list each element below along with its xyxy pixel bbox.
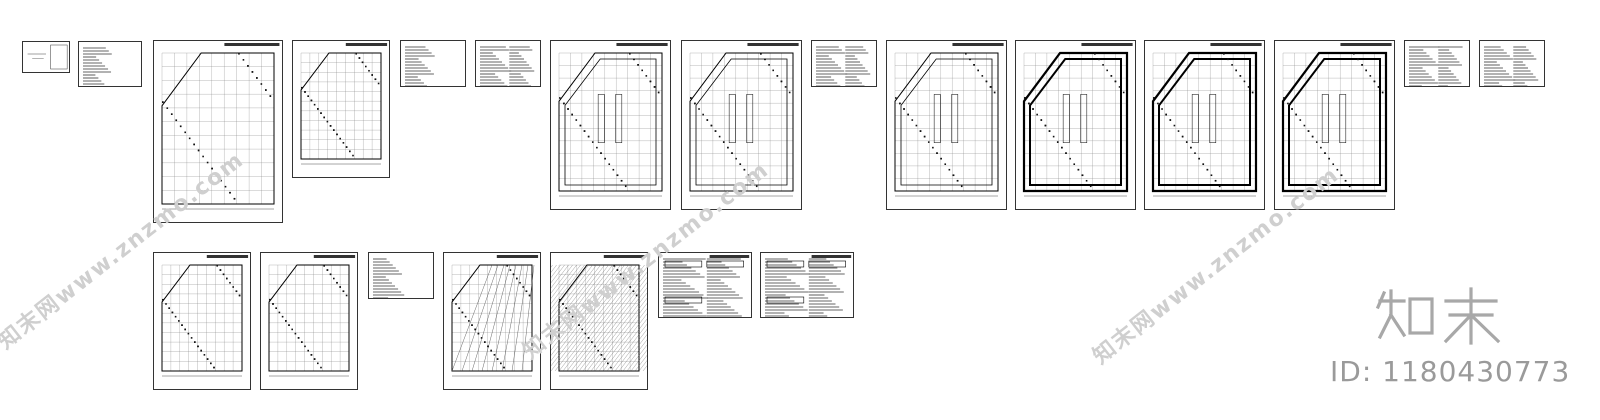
sheet-tag xyxy=(658,245,662,252)
sheet-floor-plan-5[interactable] xyxy=(1144,40,1265,210)
sheet-tag xyxy=(760,245,764,252)
sheet-tag xyxy=(811,33,815,40)
sheet-tag xyxy=(292,33,296,40)
sheet-beam-details-1[interactable] xyxy=(658,252,752,318)
sheet-hatched-plan[interactable] xyxy=(550,252,648,390)
sheet-tag xyxy=(886,33,890,40)
sheet-foundation-plan[interactable] xyxy=(153,40,283,223)
drawing-linework xyxy=(558,43,668,197)
sheet-floor-plan-1[interactable] xyxy=(550,40,671,210)
sheet-tag xyxy=(22,34,26,41)
sheet-tag xyxy=(475,33,479,40)
drawing-linework xyxy=(300,43,388,165)
sheet-schedule[interactable] xyxy=(475,40,541,87)
drawing-linework xyxy=(1281,43,1392,197)
sheet-notes[interactable] xyxy=(78,41,142,87)
sheet-tag xyxy=(1479,33,1483,40)
sheet-tag xyxy=(1015,33,1019,40)
sheet-column-table[interactable] xyxy=(811,40,877,87)
sheet-tag xyxy=(1274,33,1278,40)
sheet-details-1[interactable] xyxy=(1404,40,1470,87)
drawing-linework xyxy=(83,47,112,85)
sheet-general-notes[interactable] xyxy=(400,40,466,87)
drawing-linework xyxy=(161,255,249,377)
drawing-linework xyxy=(1022,43,1133,197)
sheet-tag xyxy=(1144,33,1148,40)
drawing-linework xyxy=(27,44,68,70)
sheet-tag xyxy=(368,245,372,252)
sheet-cover[interactable] xyxy=(22,41,70,73)
drawing-linework xyxy=(816,46,871,86)
sheet-tag xyxy=(1404,33,1408,40)
sheet-tag xyxy=(78,34,82,41)
sheet-beam-details-2[interactable] xyxy=(760,252,854,318)
sheet-tag xyxy=(550,33,554,40)
drawing-linework xyxy=(405,46,435,86)
drawing-linework xyxy=(1484,46,1539,86)
drawing-linework xyxy=(551,255,647,377)
sheet-floor-plan-6[interactable] xyxy=(1274,40,1395,210)
drawing-linework xyxy=(268,255,356,377)
brand-logo xyxy=(1375,287,1501,345)
asset-id: ID: 1180430773 xyxy=(1330,355,1571,388)
sheet-tag xyxy=(400,33,404,40)
sheet-tag xyxy=(153,245,157,252)
sheet-floor-plan-3[interactable] xyxy=(886,40,1007,210)
sheet-grid-plan-2[interactable] xyxy=(153,252,251,390)
drawing-linework xyxy=(451,255,539,377)
drawing-linework xyxy=(161,43,280,210)
sheet-tag xyxy=(260,245,264,252)
sheet-tag xyxy=(550,245,554,252)
drawing-linework xyxy=(1151,43,1262,197)
sheet-grid-plan-3[interactable] xyxy=(260,252,358,390)
sheet-details-2[interactable] xyxy=(1479,40,1545,87)
sheet-floor-plan-4[interactable] xyxy=(1015,40,1136,210)
drawing-linework xyxy=(894,43,1004,197)
drawing-linework xyxy=(663,255,750,317)
drawing-linework xyxy=(1409,46,1463,86)
drawing-linework xyxy=(765,255,852,317)
sheet-floor-plan-2[interactable] xyxy=(681,40,802,210)
sheet-tag xyxy=(153,33,157,40)
sheet-tag xyxy=(681,33,685,40)
drawing-linework xyxy=(480,46,535,86)
sheet-grid-plan-4[interactable] xyxy=(443,252,541,390)
sheet-grid-plan[interactable] xyxy=(292,40,390,178)
sheet-tag xyxy=(443,245,447,252)
sheet-notes-2[interactable] xyxy=(368,252,434,299)
drawing-linework xyxy=(689,43,799,197)
drawing-linework xyxy=(373,258,405,298)
